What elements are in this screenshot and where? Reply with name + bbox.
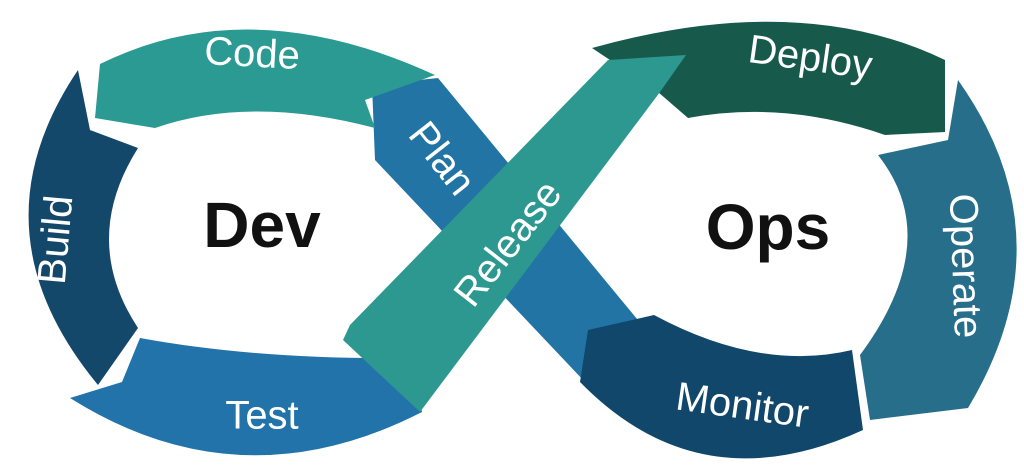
stage-test-segment: [70, 338, 422, 456]
hub-dev-label: Dev: [203, 189, 321, 261]
stage-code-segment: [95, 29, 435, 128]
stage-deploy-segment: [592, 21, 945, 135]
stage-operate-segment: [860, 80, 1017, 420]
stage-test-label: Test: [225, 394, 298, 438]
stage-monitor-segment: [580, 315, 863, 459]
stage-build-segment: [28, 70, 138, 385]
stage-operate-label: Operate: [941, 193, 990, 339]
stage-build-label: Build: [30, 194, 82, 286]
hub-ops-label: Ops: [706, 191, 830, 263]
stage-code-label: Code: [203, 29, 301, 78]
stage-release-segment: [343, 55, 686, 412]
